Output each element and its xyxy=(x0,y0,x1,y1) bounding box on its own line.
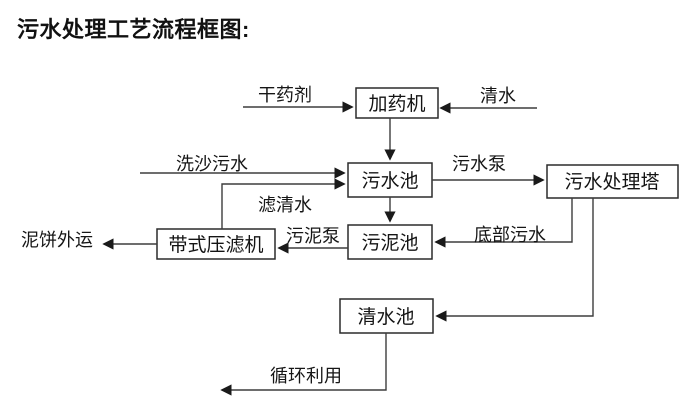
node-sludge-pool: 污泥池 xyxy=(347,224,433,260)
node-sewage-pool: 污水池 xyxy=(347,162,433,198)
edge-label-mud-cake-out: 泥饼外运 xyxy=(21,230,93,250)
node-sewage-pool-label: 污水池 xyxy=(361,170,418,192)
node-belt-filter-press: 带式压滤机 xyxy=(156,228,276,260)
node-sludge-pool-box xyxy=(347,224,433,260)
node-dosing-machine-box xyxy=(355,87,439,119)
edge-label-sand-washing-sewage: 洗沙污水 xyxy=(176,154,248,174)
node-sewage-pool-box xyxy=(347,162,433,198)
edge-label-bottom-sewage: 底部污水 xyxy=(474,225,546,245)
node-belt-filter-press-box xyxy=(156,228,276,260)
edge-label-sludge-pump: 污泥泵 xyxy=(286,226,340,246)
node-treatment-tower: 污水处理塔 xyxy=(546,164,679,199)
edge-label-recycle: 循环利用 xyxy=(270,366,342,386)
edge-recycle-arrow xyxy=(220,333,387,396)
node-dosing-machine-label: 加药机 xyxy=(368,93,425,115)
diagram-title: 污水处理工艺流程框图: xyxy=(17,17,250,42)
edge-label-filtered-water: 滤清水 xyxy=(258,195,312,215)
node-clear-water-pool: 清水池 xyxy=(339,298,434,334)
edge-tower-to-clear-arrow xyxy=(435,198,594,322)
edge-filtered-water-arrow xyxy=(221,178,346,229)
node-sludge-pool-label: 污泥池 xyxy=(361,232,418,254)
edge-bottom-sewage-arrow xyxy=(434,198,573,248)
node-treatment-tower-box xyxy=(546,164,679,199)
edge-label-sewage-pump: 污水泵 xyxy=(452,154,506,174)
edge-label-clear-water: 清水 xyxy=(480,86,516,106)
node-dosing-machine: 加药机 xyxy=(355,87,439,119)
node-belt-filter-press-label: 带式压滤机 xyxy=(168,234,263,256)
node-treatment-tower-label: 污水处理塔 xyxy=(564,171,659,193)
node-clear-water-pool-label: 清水池 xyxy=(357,306,414,328)
edge-label-dry-chemical: 干药剂 xyxy=(258,85,312,105)
